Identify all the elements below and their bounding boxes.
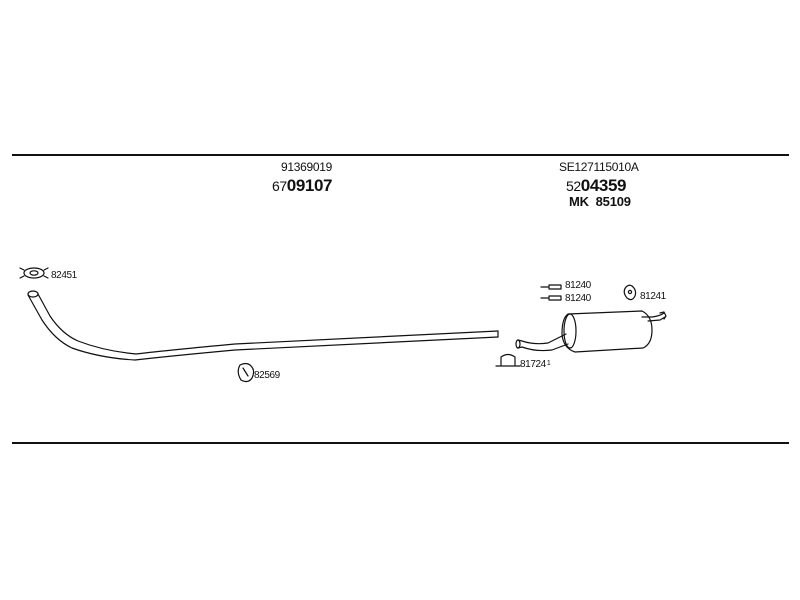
front-pipe-part-main: 09107 [286, 176, 333, 195]
front-pipe-part-prefix: 67 [272, 178, 287, 194]
top-border-line [12, 154, 789, 156]
rear-silencer-mk-number: MK 85109 [569, 195, 631, 208]
rear-silencer-part-main: 04359 [580, 176, 627, 195]
callout-gasket: 82451 [51, 270, 77, 281]
callout-clamp: 817241 [520, 359, 551, 370]
mk-code: 85109 [595, 194, 631, 209]
rear-silencer-drawing [515, 310, 667, 353]
callout-bolt-a: 81240 [565, 280, 591, 291]
callout-hanger: 81241 [640, 291, 666, 302]
clamp-icon [495, 353, 521, 367]
rubber-mount-icon [237, 362, 255, 383]
callout-bolt-b: 81240 [565, 293, 591, 304]
front-pipe-part-number: 6709107 [272, 177, 332, 194]
callout-mount: 82569 [254, 370, 280, 381]
front-pipe-drawing [27, 290, 499, 361]
bolt-icon-b [540, 295, 562, 301]
gasket-icon [19, 267, 49, 279]
rear-silencer-part-prefix: 52 [566, 178, 581, 194]
hanger-icon [623, 284, 637, 301]
callout-clamp-superscript: 1 [546, 360, 551, 367]
callout-clamp-number: 81724 [520, 359, 546, 370]
front-pipe-ref-code: 91369019 [281, 160, 332, 174]
bolt-icon-a [540, 284, 562, 290]
bottom-border-line [12, 442, 789, 444]
rear-silencer-ref-code: SE127115010A [559, 160, 639, 174]
rear-silencer-part-number: 5204359 [566, 177, 626, 194]
mk-prefix: MK [569, 194, 589, 209]
